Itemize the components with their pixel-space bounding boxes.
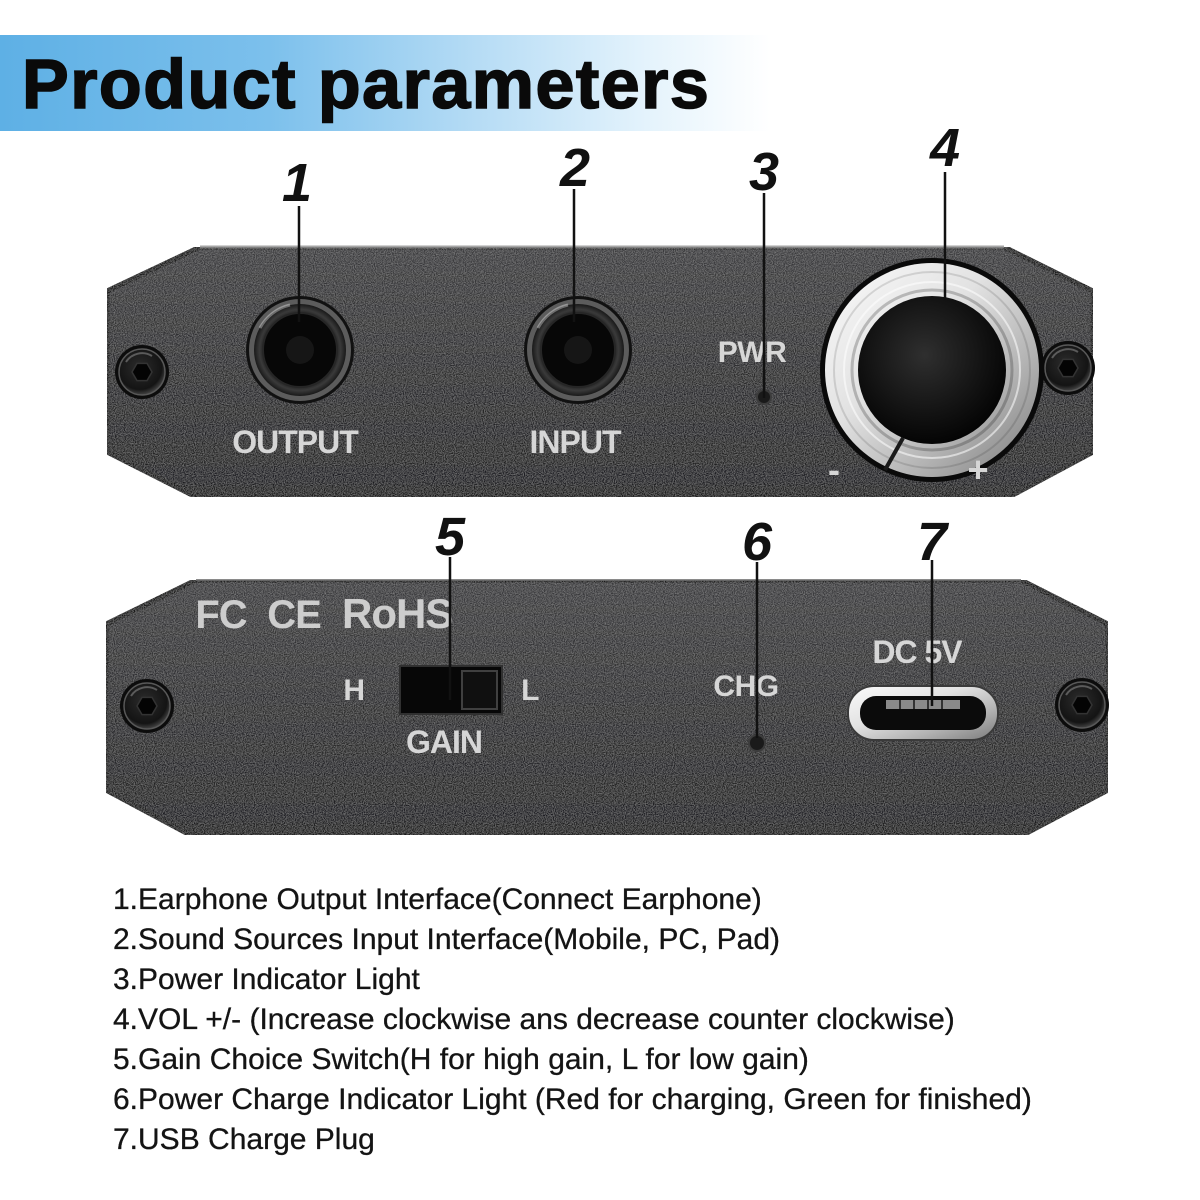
gain-low-label: L — [521, 674, 539, 707]
callout-4: 4 — [929, 118, 961, 178]
header-banner — [0, 35, 770, 131]
callout-7: 7 — [916, 512, 948, 572]
dc-input-label: DC 5V — [872, 634, 962, 670]
rear-panel-body — [103, 577, 1111, 838]
list-item: 7.USB Charge Plug — [113, 1123, 375, 1156]
fcc-mark: FC — [195, 593, 247, 637]
input-label: INPUT — [529, 424, 622, 460]
page-title: Product parameters — [21, 45, 711, 123]
callout-3: 3 — [748, 142, 780, 202]
micro-usb-port-icon — [847, 685, 999, 741]
gain-high-label: H — [343, 674, 365, 707]
screw-icon — [1054, 677, 1110, 733]
volume-knob-icon — [820, 258, 1044, 482]
list-item: 1.Earphone Output Interface(Connect Earp… — [113, 883, 762, 916]
front-panel — [104, 244, 1096, 500]
callout-2: 2 — [559, 138, 591, 198]
charge-led-icon — [748, 734, 766, 752]
list-item: 6.Power Charge Indicator Light (Red for … — [113, 1083, 1032, 1116]
screw-icon — [119, 678, 175, 734]
output-jack-icon — [244, 294, 356, 406]
rohs-mark: RoHS — [342, 590, 453, 637]
ce-mark: CE — [267, 593, 322, 637]
callout-6: 6 — [741, 512, 773, 572]
gain-label: GAIN — [406, 724, 483, 760]
input-jack-icon — [522, 294, 634, 406]
list-item: 4.VOL +/- (Increase clockwise ans decrea… — [113, 1003, 955, 1036]
power-led-label: PWR — [717, 336, 787, 369]
parameter-list: 1.Earphone Output Interface(Connect Earp… — [113, 880, 1032, 1160]
rear-panel — [103, 577, 1111, 838]
screw-icon — [114, 344, 170, 400]
list-item: 2.Sound Sources Input Interface(Mobile, … — [113, 923, 781, 956]
power-led-icon — [756, 389, 772, 405]
volume-minus-label: - — [828, 449, 840, 490]
output-label: OUTPUT — [232, 424, 359, 460]
charge-led-label: CHG — [713, 670, 779, 703]
gain-switch-icon — [399, 665, 503, 715]
callout-1: 1 — [281, 153, 313, 213]
list-item: 3.Power Indicator Light — [113, 963, 420, 996]
list-item: 5.Gain Choice Switch(H for high gain, L … — [113, 1043, 809, 1076]
callout-5: 5 — [434, 507, 466, 567]
screw-icon — [1040, 340, 1096, 396]
volume-plus-label: + — [967, 449, 989, 490]
